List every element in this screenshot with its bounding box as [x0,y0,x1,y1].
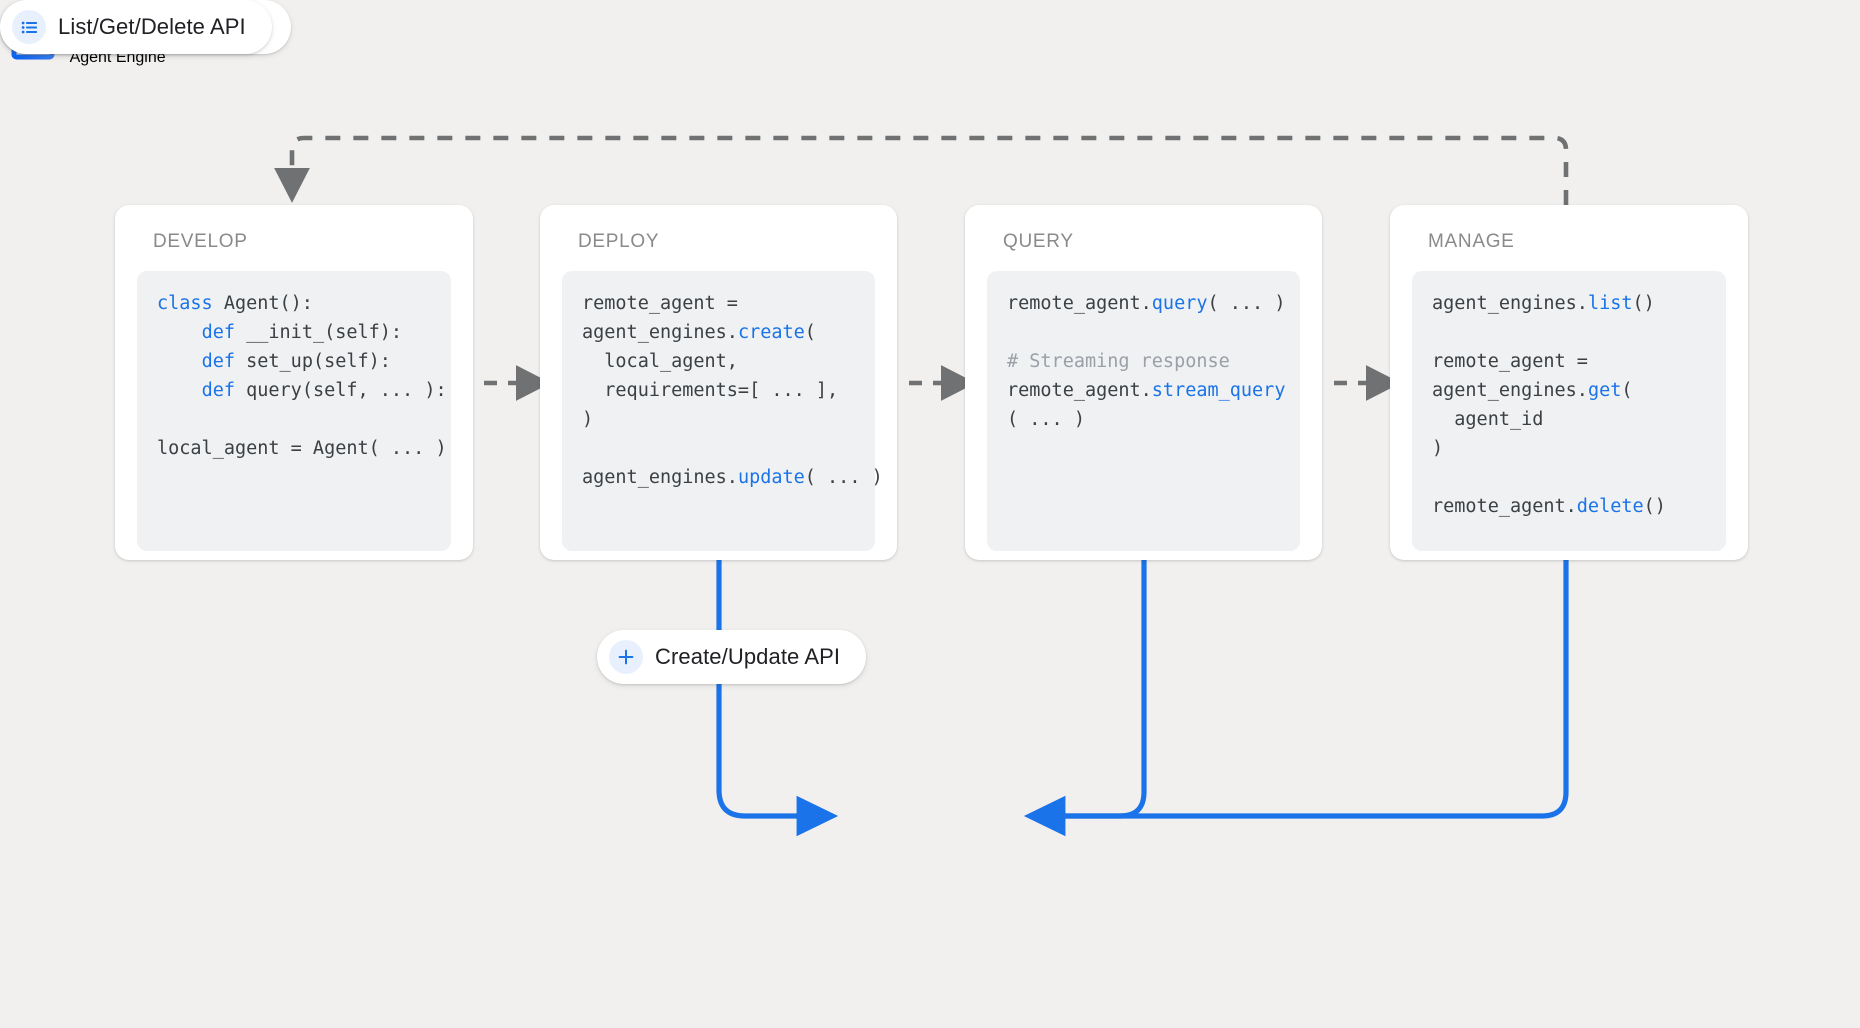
api-pill-label: List/Get/Delete API [58,14,246,39]
stage-card-develop[interactable]: DEVELOP class Agent(): def __init_(self)… [115,205,473,560]
code-block-deploy: remote_agent = agent_engines.create( loc… [562,271,883,551]
stage-title-deploy: DEPLOY [578,231,660,252]
code-block-develop: class Agent(): def __init_(self): def se… [137,271,451,551]
plus-icon [609,640,643,674]
query-to-engine-connector [1023,560,1147,837]
stage-card-manage[interactable]: MANAGE agent_engines.list() remote_agent… [1390,205,1748,560]
stage-title-manage: MANAGE [1428,231,1515,252]
stage-title-query: QUERY [1003,231,1074,252]
manage-to-engine-connector [1060,560,1569,819]
code-block-query: remote_agent.query( ... ) # Streaming re… [987,271,1300,551]
deploy-to-engine-connector [716,560,839,837]
stage-card-query[interactable]: QUERY remote_agent.query( ... ) # Stream… [965,205,1322,560]
feedback-loop-connector [274,135,1569,205]
stage-title-develop: DEVELOP [153,231,248,252]
api-pill-create-update[interactable]: Create/Update API [597,630,867,684]
list-icon [12,10,46,44]
api-pill-list-get-delete[interactable]: List/Get/Delete API [0,0,272,54]
api-pill-label: Create/Update API [655,644,841,669]
stage-card-deploy[interactable]: DEPLOY remote_agent = agent_engines.crea… [540,205,897,560]
code-block-manage: agent_engines.list() remote_agent = agen… [1412,271,1726,551]
